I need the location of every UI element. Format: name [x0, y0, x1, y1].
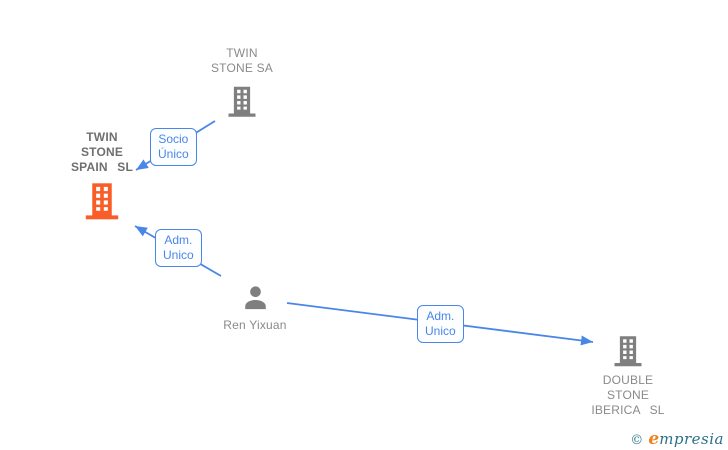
edge-label-socio-unico: Socio Único	[150, 128, 197, 166]
edge-label-line: Adm.	[164, 233, 193, 247]
node-label: TWIN STONE SPAIN SL	[42, 130, 162, 175]
node-label-line: STONE	[80, 145, 124, 159]
edge-label-line: Unico	[163, 248, 194, 262]
node-label-line: SPAIN SL	[70, 160, 134, 174]
node-double-stone-iberica-sl[interactable]: DOUBLE STONE IBERICA SL	[568, 333, 688, 418]
node-twin-stone-sa[interactable]: TWIN STONE SA	[182, 46, 302, 118]
edge-label-adm-unico-2: Adm. Unico	[417, 305, 464, 343]
edge-label-line: Unico	[425, 324, 456, 338]
building-icon-highlighted	[42, 181, 162, 221]
edge-label-line: Socio	[158, 132, 189, 146]
node-label-line: Ren Yixuan	[223, 318, 287, 332]
edge-label-adm-unico-1: Adm. Unico	[155, 229, 202, 267]
node-label-line: TWIN	[226, 46, 258, 60]
node-label-line: TWIN	[86, 130, 118, 144]
node-label-line: STONE SA	[210, 61, 274, 75]
node-twin-stone-spain-sl[interactable]: TWIN STONE SPAIN SL	[42, 130, 162, 221]
building-icon	[568, 333, 688, 369]
edge-label-line: Único	[158, 147, 189, 161]
node-label-line: DOUBLE	[602, 373, 654, 387]
node-ren-yixuan[interactable]: Ren Yixuan	[195, 284, 315, 333]
node-label: DOUBLE STONE IBERICA SL	[568, 373, 688, 418]
node-label: Ren Yixuan	[195, 318, 315, 333]
building-icon	[182, 85, 302, 118]
brand-initial: e	[648, 429, 660, 449]
empresia-watermark: © empresia	[630, 429, 724, 449]
node-label-line: IBERICA SL	[591, 403, 665, 417]
copyright-symbol: ©	[630, 433, 644, 448]
edge-label-line: Adm.	[426, 309, 455, 323]
node-label: TWIN STONE SA	[182, 46, 302, 76]
node-label-line: STONE	[606, 388, 650, 402]
person-icon	[195, 284, 315, 313]
brand-name: mpresia	[659, 430, 724, 448]
